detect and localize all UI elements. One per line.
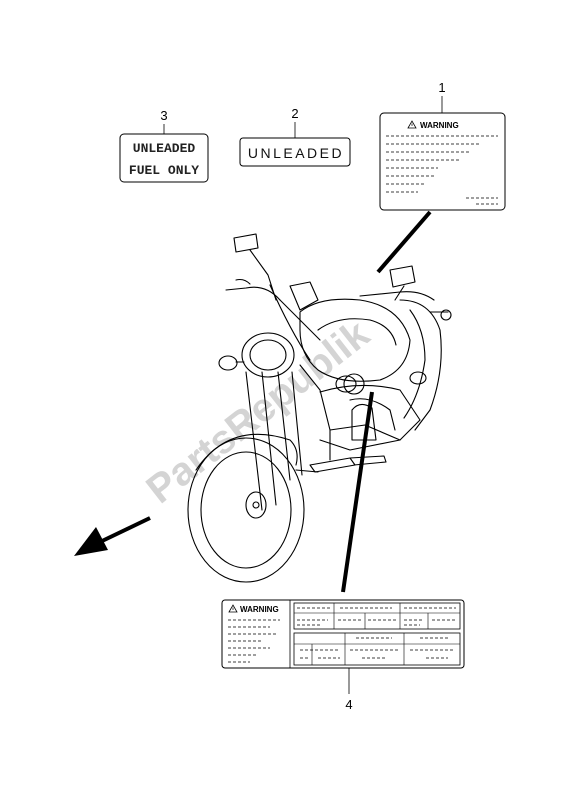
callout-1: 1	[438, 80, 445, 95]
warning-triangle-icon	[228, 604, 238, 613]
callout-2: 2	[291, 106, 298, 121]
label-2-unleaded[interactable]: UNLEADED	[239, 137, 351, 167]
label-3-line-1: UNLEADED	[133, 141, 196, 156]
leader-line-1	[376, 210, 432, 274]
label-1-warning-text: WARNING	[420, 121, 459, 130]
label-1-warning[interactable]: WARNING	[379, 112, 506, 211]
label-3-line-2: FUEL ONLY	[129, 163, 199, 178]
callout-4: 4	[345, 697, 352, 712]
label-2-text: UNLEADED	[248, 145, 344, 161]
motorcycle-illustration	[187, 233, 452, 583]
label-4-warning-text: WARNING	[240, 605, 279, 614]
callout-3: 3	[160, 108, 167, 123]
label-4-warning-table[interactable]: WARNING	[221, 599, 465, 669]
leader-line-4	[341, 391, 374, 593]
front-direction-arrow-icon	[74, 516, 151, 556]
label-3-unleaded-fuel-only[interactable]: UNLEADED FUEL ONLY	[119, 133, 209, 183]
warning-triangle-icon	[407, 120, 417, 129]
